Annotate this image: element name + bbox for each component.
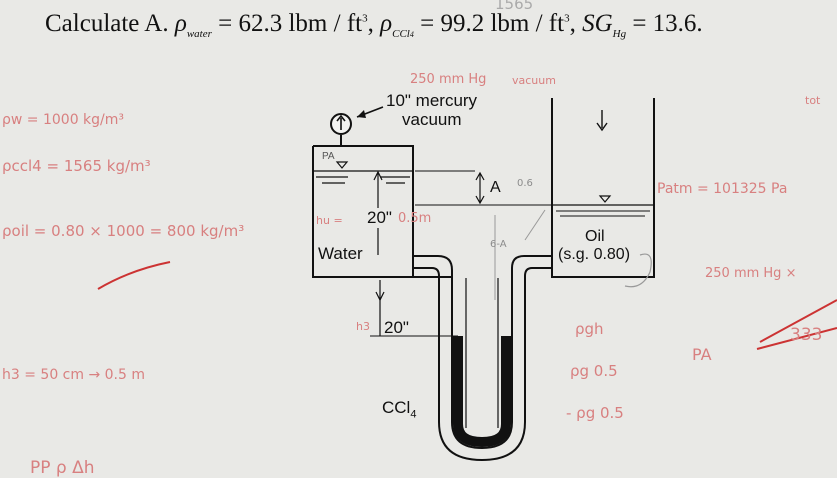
ccl4-subscript: CCl4: [392, 28, 414, 40]
vacuum-gauge-icon: [330, 113, 352, 146]
sg-symbol: SG: [582, 10, 613, 37]
handwritten-eqn-1: ρgh: [575, 320, 604, 338]
upper-20in-label: 20": [367, 208, 392, 228]
handwritten-near-a: 0.6: [517, 178, 533, 189]
handwritten-eqn-2: ρg 0.5: [570, 362, 618, 380]
ccl4-liquid: [453, 336, 511, 448]
rho-symbol-2: ρ: [380, 10, 393, 37]
pa-label-diagram: PA: [322, 151, 335, 162]
handwritten-vacuum: vacuum: [512, 74, 556, 87]
dimension-a-label: A: [490, 179, 501, 196]
handwritten-hu: hu =: [316, 214, 343, 227]
handwritten-corner: tot: [805, 94, 821, 107]
calculate-label: Calculate A.: [45, 10, 169, 37]
handwritten-333: 333: [790, 325, 823, 345]
ccl4-label: CCl4: [382, 398, 417, 421]
exponent-ccl4: 3: [564, 12, 570, 25]
water-surface: [313, 170, 413, 184]
water-tank: [312, 145, 452, 278]
water-label: Water: [318, 244, 363, 263]
handwritten-rho-oil: ρoil = 0.80 × 1000 = 800 kg/m³: [2, 222, 245, 240]
rho-symbol: ρ: [174, 10, 187, 37]
handwritten-patm: Patm = 101325 Pa: [657, 181, 788, 197]
handwritten-pa-side: PA: [692, 345, 712, 364]
sg-value: = 13.6.: [632, 10, 703, 37]
oil-label-line1: Oil: [585, 228, 605, 245]
handwritten-rho-water: ρw = 1000 kg/m³: [2, 112, 125, 128]
exponent-water: 3: [362, 12, 368, 25]
vacuum-label-line2: vacuum: [402, 110, 462, 129]
handwritten-250mmhg: 250 mm Hg: [410, 72, 487, 87]
hg-subscript: Hg: [612, 28, 627, 40]
u-tube: [413, 255, 552, 462]
handwritten-rho-ccl4: ρccl4 = 1565 kg/m³: [2, 157, 151, 175]
lower-20in-label: 20": [384, 318, 409, 337]
rho-ccl4-value: = 99.2 lbm / ft: [420, 10, 565, 37]
handwritten-eqn-3: - ρg 0.5: [566, 404, 624, 422]
problem-statement: Calculate A. ρwater = 62.3 lbm / ft3, ρC…: [45, 10, 703, 40]
oil-tank: [551, 98, 655, 278]
handwritten-h3-note: h3 = 50 cm → 0.5 m: [2, 367, 145, 383]
handwritten-1565-top: 1565: [495, 0, 534, 13]
handwritten-6-a: 6-A: [490, 239, 507, 250]
handwritten-bottom-fragment: PP ρ Δh: [30, 458, 95, 478]
handwritten-conversion: 250 mm Hg ×: [705, 266, 797, 281]
vacuum-label-line1: 10" mercury: [386, 91, 478, 110]
handwritten-h3: h3: [356, 320, 370, 333]
rho-water-value: = 62.3 lbm / ft: [218, 10, 363, 37]
handwritten-near-20: 0.5m: [398, 211, 432, 226]
water-subscript: water: [186, 28, 212, 40]
oil-label-line2: (s.g. 0.80): [558, 246, 631, 263]
